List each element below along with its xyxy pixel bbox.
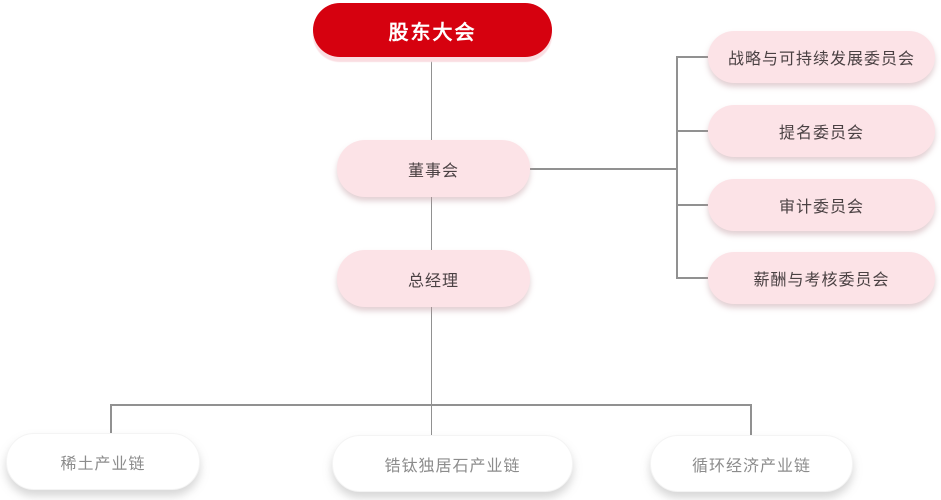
node-board-of-directors: 董事会 (337, 140, 530, 197)
connector-stub-committee-4 (676, 277, 708, 279)
connector-stub-committee-3 (676, 204, 708, 206)
industry-chain-label: 稀土产业链 (60, 455, 146, 473)
connector-bottom-horizontal (110, 404, 751, 406)
node-committee-remuneration: 薪酬与考核委员会 (708, 252, 935, 304)
industry-chain-label: 循环经济产业链 (691, 457, 811, 475)
connector-stub-committee-1 (676, 56, 708, 58)
node-committee-nomination: 提名委员会 (708, 105, 935, 157)
connector-stub-committee-2 (676, 130, 708, 132)
connector-gm-to-bottom (430, 307, 432, 435)
shareholders-meeting-label: 股东大会 (388, 21, 477, 44)
connector-stub-chain-3 (750, 404, 752, 435)
connector-stub-chain-1 (110, 404, 112, 435)
board-of-directors-label: 董事会 (407, 162, 459, 180)
node-chain-zirconium-titanium: 锆钛独居石产业链 (332, 435, 573, 492)
committee-label: 提名委员会 (778, 125, 864, 142)
connector-board-to-bracket (530, 168, 677, 170)
connector-committee-bracket (676, 56, 678, 278)
node-general-manager: 总经理 (337, 250, 530, 307)
connector-board-to-gm (430, 197, 432, 250)
node-shareholders-meeting: 股东大会 (313, 3, 552, 57)
node-committee-audit: 审计委员会 (708, 179, 935, 231)
node-chain-rare-earth: 稀土产业链 (6, 433, 200, 490)
node-committee-strategy: 战略与可持续发展委员会 (708, 31, 935, 83)
committee-label: 审计委员会 (778, 199, 864, 216)
committee-label: 薪酬与考核委员会 (753, 272, 890, 289)
committee-label: 战略与可持续发展委员会 (727, 51, 915, 68)
node-chain-circular-economy: 循环经济产业链 (650, 435, 853, 492)
general-manager-label: 总经理 (407, 272, 459, 290)
industry-chain-label: 锆钛独居石产业链 (384, 457, 521, 475)
connector-root-to-board (430, 57, 432, 140)
